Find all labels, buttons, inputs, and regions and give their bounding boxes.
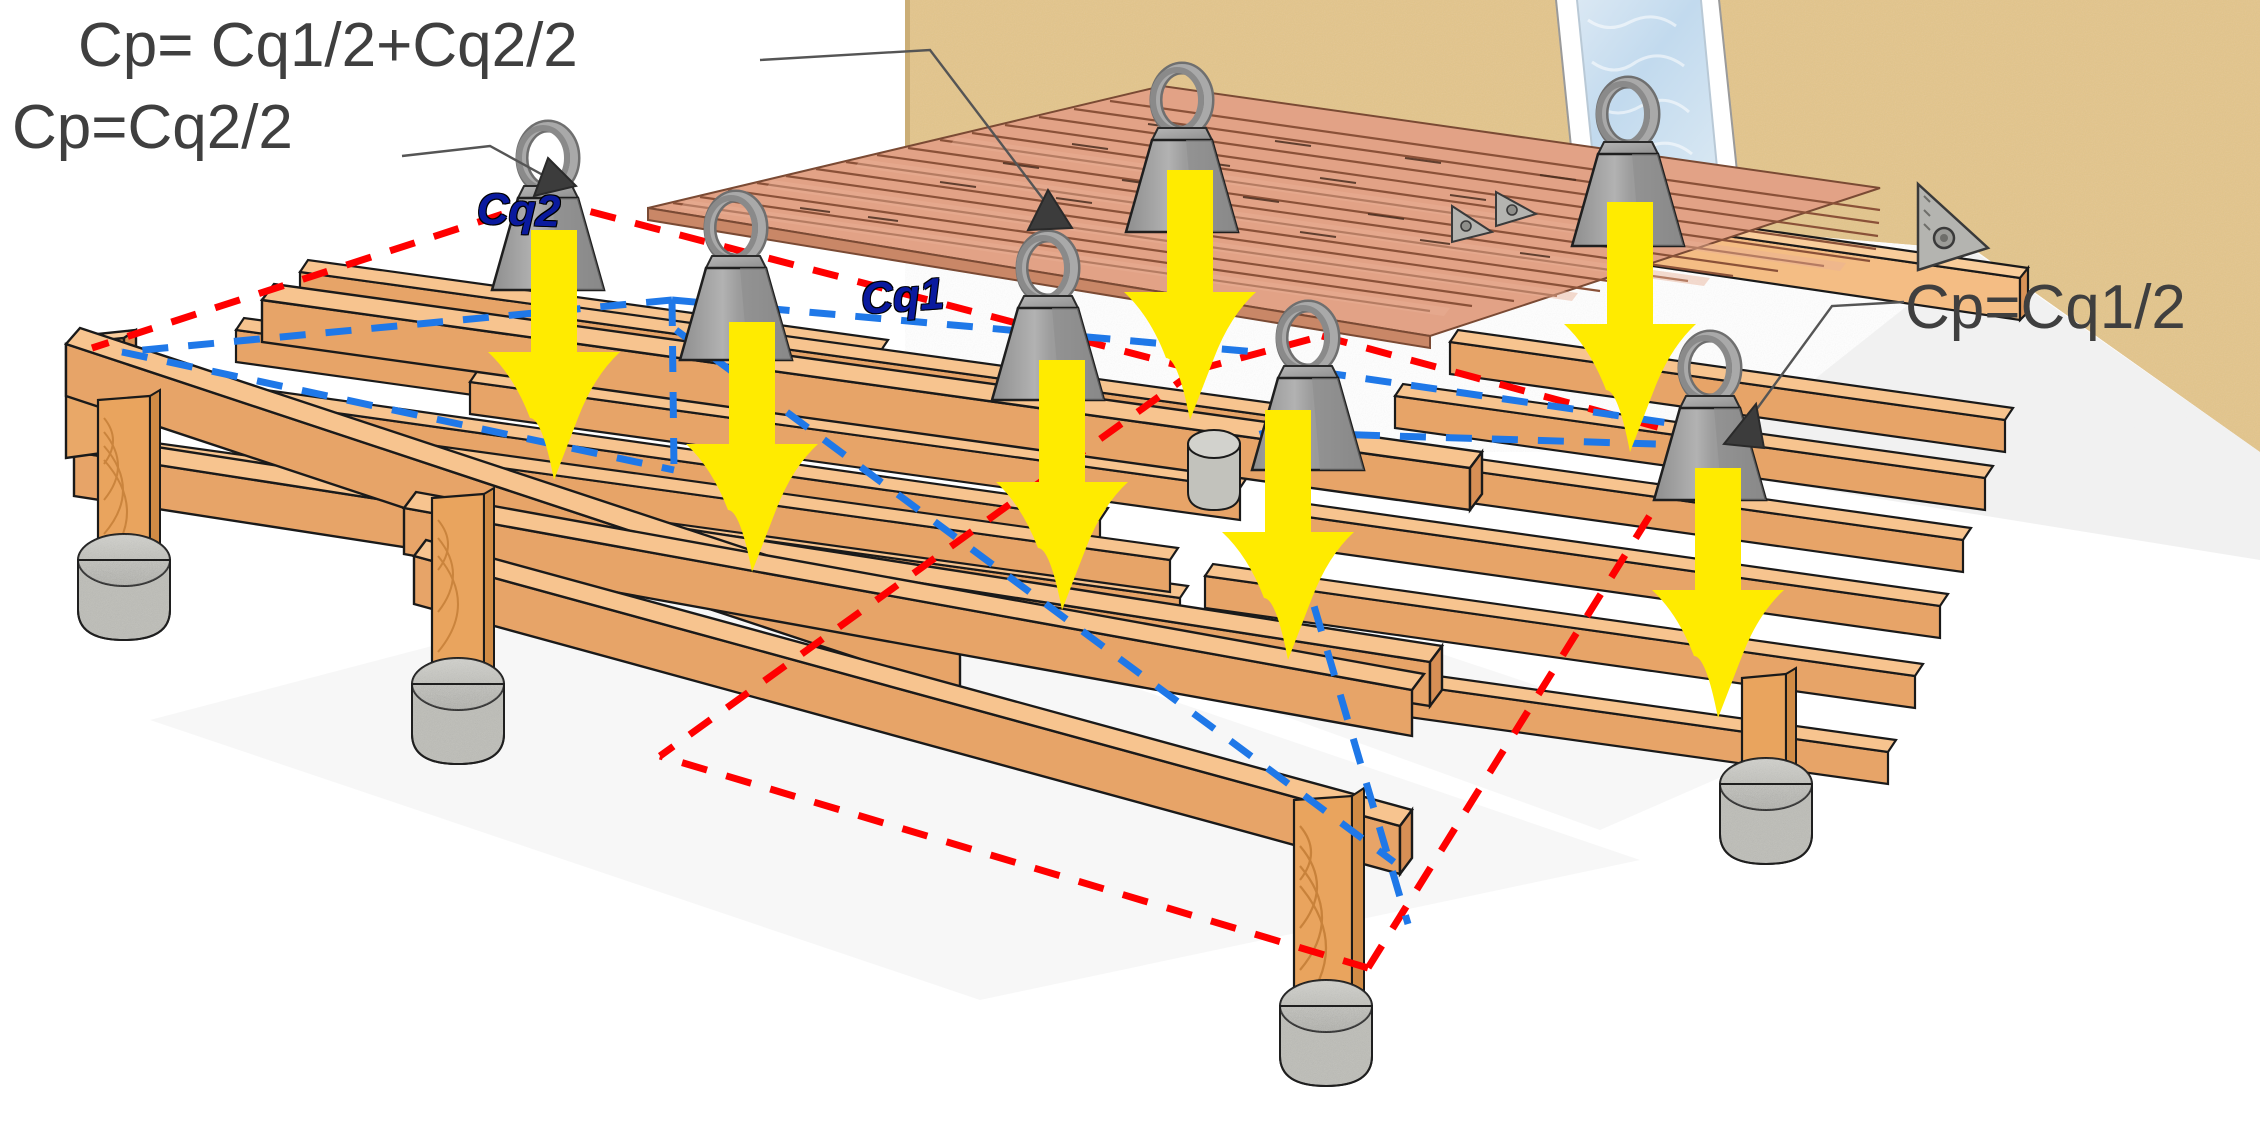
label-cp-sum: Cp= Cq1/2+Cq2/2 [78,11,578,80]
joist-hanger-bracket [1916,181,1991,272]
label-cp-cq2-half: Cp=Cq2/2 [12,93,293,162]
footing-left [78,534,170,640]
footing-small-mid [1187,429,1241,512]
footing-right [1720,758,1812,864]
posts-and-footings [78,388,1812,1086]
label-cp-cq1-half: Cp=Cq1/2 [1905,273,2186,342]
joist-hanger-bracket-mid [1495,190,1539,228]
footing-center-left [412,658,504,764]
footing-bottom [1280,980,1372,1086]
leader-line-cp-q2 [401,144,578,198]
tributary-line-blue-2 [673,327,1723,865]
bottom-rim-joist [411,538,1415,878]
leader-line-cp-sum [759,48,1074,232]
leader-line-cp-q1 [1722,300,1905,450]
joist-hanger-bracket-small [1451,204,1495,244]
weight-label-cq2: Cq2 [476,184,561,237]
weight-label-cq1: Cq1 [859,269,946,324]
post-left [96,388,161,572]
rim-joists [63,326,1427,738]
